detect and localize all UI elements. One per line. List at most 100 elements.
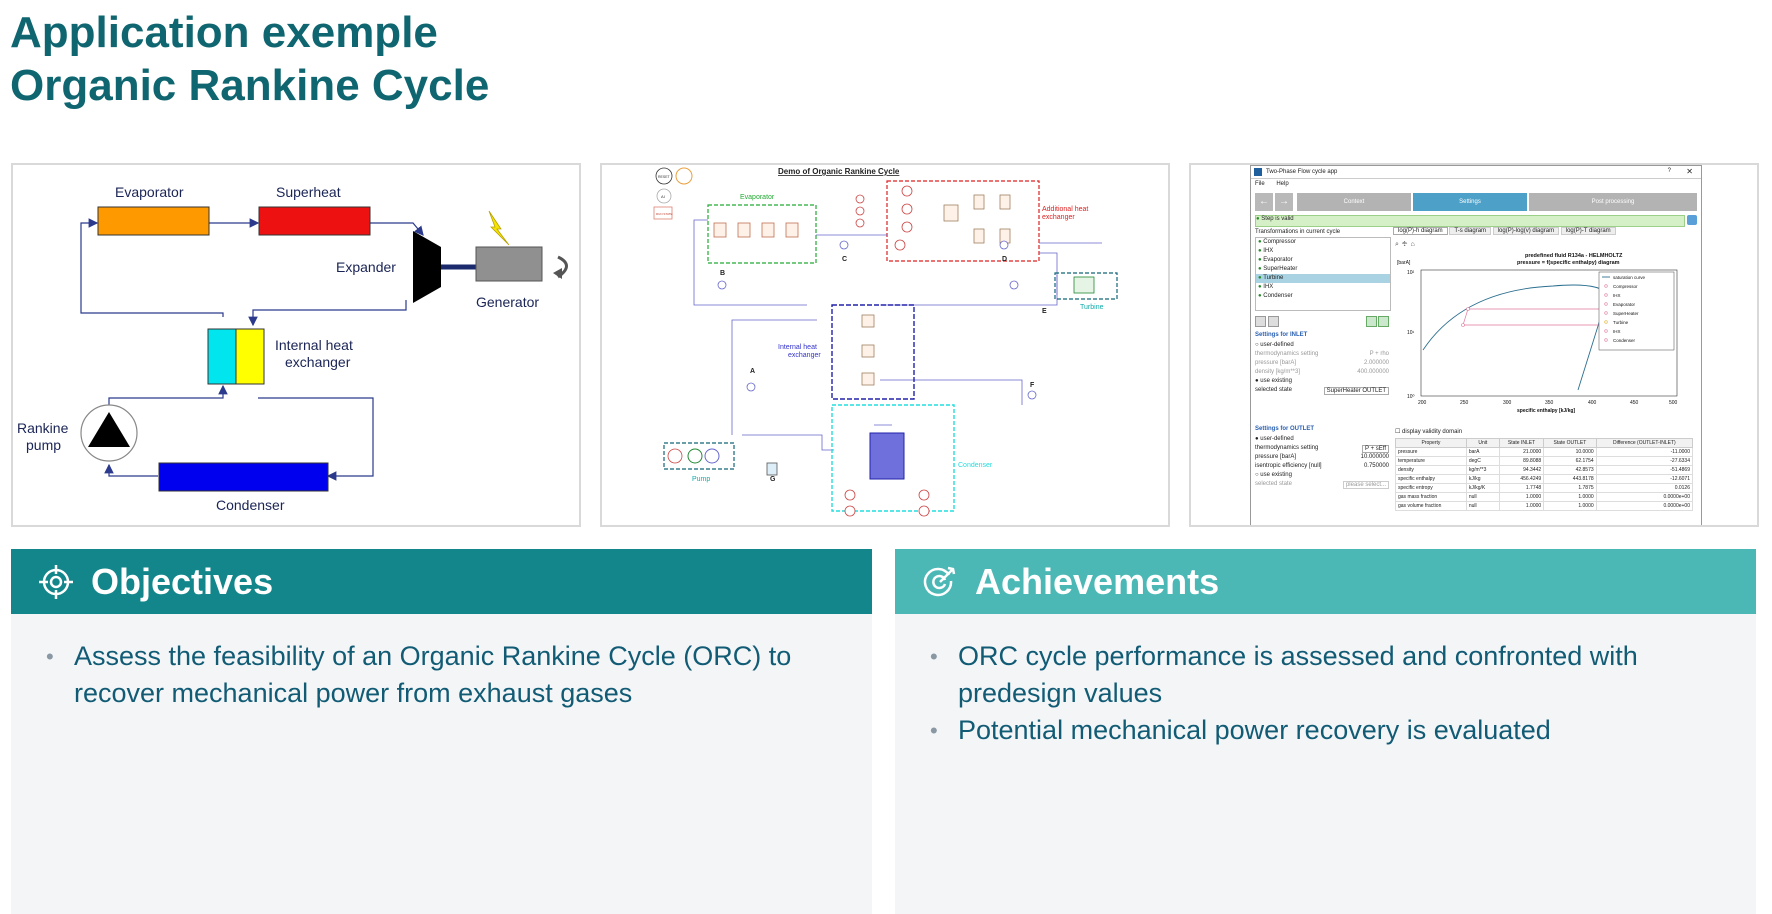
tab-logp-t[interactable]: log(P)-T diagram: [1560, 227, 1616, 235]
diagram-tabs: log(P)-h diagram T-s diagram log(P)-log(…: [1393, 227, 1616, 238]
turbine-region: [1054, 272, 1118, 300]
target-icon: [39, 565, 73, 599]
transformation-label: Condenser: [1263, 293, 1293, 299]
svg-text:pressure = f(specific enthalpy: pressure = f(specific enthalpy) diagram: [1517, 260, 1620, 266]
check-icon: ●: [1258, 257, 1264, 263]
table-cell: temperature: [1395, 456, 1467, 466]
table-cell: 0.0126: [1595, 483, 1694, 493]
svg-text:10²: 10²: [1407, 270, 1415, 276]
reset-button[interactable]: [655, 167, 673, 185]
transformation-item[interactable]: ● Evaporator: [1256, 256, 1390, 265]
ihx-left-block: [207, 328, 237, 385]
achievement-item: Potential mechanical power recovery is e…: [925, 712, 1736, 749]
transformation-item[interactable]: ● IHX: [1256, 283, 1390, 292]
svg-text:300: 300: [1503, 400, 1512, 406]
table-cell: kg/m**3: [1465, 465, 1500, 475]
plot-legend: saturation curve Compressor IHX Evaporat…: [1598, 271, 1675, 351]
step-context[interactable]: Context: [1297, 193, 1411, 211]
table-cell: kJ/kg/K: [1465, 483, 1500, 493]
zoom-icon[interactable]: ⌕: [1395, 241, 1402, 248]
table-cell: kJ/kg: [1465, 474, 1500, 484]
transformation-item[interactable]: ● Turbine: [1256, 274, 1390, 283]
menu-help[interactable]: Help: [1276, 181, 1289, 187]
svg-text:10⁰: 10⁰: [1407, 394, 1415, 400]
transformation-label: Evaporator: [1263, 257, 1293, 263]
back-button[interactable]: ←: [1255, 193, 1273, 211]
pan-icon[interactable]: ✥: [1401, 241, 1411, 248]
inlet-use-existing[interactable]: ● use existing: [1255, 378, 1292, 384]
table-cell: 0.0000e+00: [1595, 501, 1694, 511]
run-state-button[interactable]: [653, 206, 673, 220]
svg-text:200: 200: [1418, 400, 1427, 406]
step-settings[interactable]: Settings: [1413, 193, 1527, 211]
transformation-item[interactable]: ● Condenser: [1256, 292, 1390, 301]
tab-logp-logv[interactable]: log(P)-log(v) diagram: [1492, 227, 1560, 235]
svg-text:Internal heat: Internal heat: [778, 344, 817, 351]
svg-text:IHX: IHX: [1613, 329, 1621, 334]
svg-text:350: 350: [1545, 400, 1554, 406]
check-icon: ●: [1258, 275, 1264, 281]
transformations-list: ● Compressor● IHX● Evaporator● SuperHeat…: [1255, 237, 1391, 311]
move-up-button[interactable]: [1366, 316, 1377, 327]
remove-button[interactable]: [1267, 316, 1279, 327]
move-down-button[interactable]: [1378, 316, 1389, 327]
transformation-label: Compressor: [1263, 239, 1296, 245]
point-C: C: [842, 256, 847, 263]
close-icon[interactable]: ✕: [1686, 167, 1693, 176]
inlet-user-defined[interactable]: ○ user-defined: [1255, 342, 1294, 348]
achievement-item: ORC cycle performance is assessed and co…: [925, 638, 1736, 712]
svg-text:Evaporator: Evaporator: [740, 194, 775, 201]
objectives-header: Objectives: [11, 549, 872, 614]
ph-diagram: predefined fluid R134a - HELMHOLTZ press…: [1397, 253, 1678, 414]
transformation-item[interactable]: ● Compressor: [1256, 238, 1390, 247]
table-cell: degC: [1465, 456, 1500, 466]
svg-text:exchanger: exchanger: [788, 352, 821, 359]
help-icon[interactable]: ?: [1667, 168, 1671, 174]
check-icon: ●: [1258, 293, 1264, 299]
table-cell: gas volume fraction: [1395, 501, 1467, 511]
info-icon[interactable]: [1687, 215, 1697, 225]
outlet-user-defined[interactable]: ● user-defined: [1255, 436, 1294, 442]
inlet-state-select[interactable]: SuperHeater OUTLET: [1323, 387, 1389, 395]
label-ihx-2: exchanger: [285, 354, 351, 370]
validity-checkbox[interactable]: ☐ display validity domain: [1395, 429, 1463, 435]
table-cell: gas mass fraction: [1395, 492, 1467, 502]
svg-text:10¹: 10¹: [1407, 330, 1415, 336]
table-header-cell: Difference (OUTLET-INLET): [1595, 438, 1694, 448]
table-cell: 1.7748: [1498, 483, 1545, 493]
plot-toolbar: ⌕✥⌂: [1395, 241, 1418, 249]
label-pump-2: pump: [26, 437, 61, 453]
svg-text:450: 450: [1630, 400, 1639, 406]
achievements-title: Achievements: [975, 561, 1220, 602]
transformation-item[interactable]: ● SuperHeater: [1256, 265, 1390, 274]
table-cell: 1.0000: [1498, 492, 1545, 502]
table-header-cell: State OUTLET: [1543, 438, 1597, 448]
bullseye-icon: [923, 566, 956, 597]
label-expander: Expander: [336, 259, 396, 275]
label-ihx-1: Internal heat: [275, 337, 353, 353]
svg-text:Pump: Pump: [692, 476, 710, 483]
home-icon[interactable]: ⌂: [1410, 241, 1418, 248]
internal-hx-region: [831, 304, 915, 400]
table-cell: -27.6334: [1595, 456, 1694, 466]
forward-button[interactable]: →: [1275, 193, 1293, 211]
menu-file[interactable]: File: [1255, 181, 1265, 187]
add-button[interactable]: [1255, 316, 1266, 327]
transformation-item[interactable]: ● IHX: [1256, 247, 1390, 256]
table-cell: -51.4869: [1595, 465, 1694, 475]
step-post-processing[interactable]: Post processing: [1529, 193, 1697, 211]
tab-t-s[interactable]: T-s diagram: [1449, 227, 1492, 235]
point-D: D: [1002, 256, 1007, 263]
svg-text:IHX: IHX: [1613, 293, 1621, 298]
outlet-use-existing[interactable]: ○ use existing: [1255, 472, 1292, 478]
table-cell: null: [1465, 501, 1500, 511]
ai-button[interactable]: [656, 188, 672, 204]
svg-text:250: 250: [1460, 400, 1469, 406]
svg-text:Turbine: Turbine: [1080, 304, 1104, 311]
tab-logp-h[interactable]: log(P)-h diagram: [1393, 227, 1448, 235]
edit-button[interactable]: [675, 167, 693, 185]
